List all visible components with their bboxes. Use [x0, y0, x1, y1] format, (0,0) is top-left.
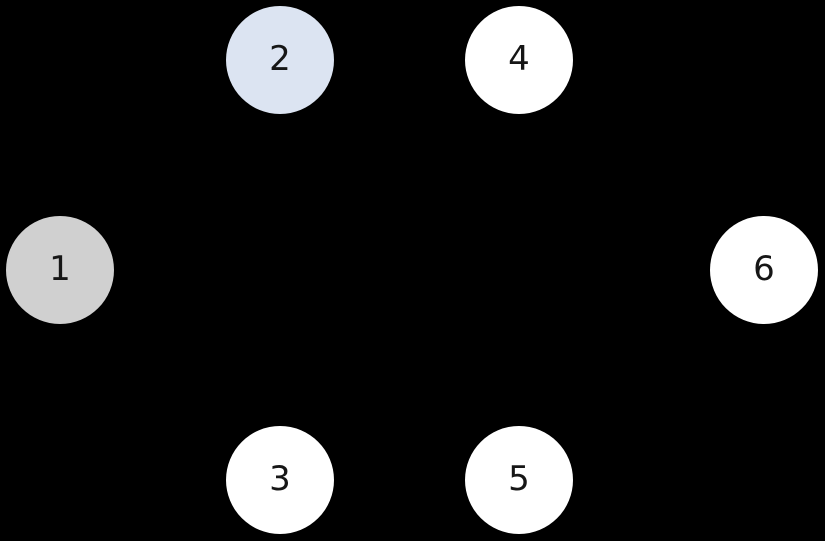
graph-node-label-4: 4: [508, 39, 530, 79]
graph-node-label-5: 5: [508, 459, 530, 499]
graph-node-4[interactable]: 4: [465, 6, 573, 114]
graph-node-label-3: 3: [269, 459, 291, 499]
graph-node-2[interactable]: 2: [226, 6, 334, 114]
graph-node-1[interactable]: 1: [6, 216, 114, 324]
graph-node-label-2: 2: [269, 39, 291, 79]
graph-node-6[interactable]: 6: [710, 216, 818, 324]
graph-node-label-6: 6: [753, 249, 775, 289]
graph-node-label-1: 1: [49, 249, 71, 289]
graph-node-3[interactable]: 3: [226, 426, 334, 534]
graph-node-5[interactable]: 5: [465, 426, 573, 534]
